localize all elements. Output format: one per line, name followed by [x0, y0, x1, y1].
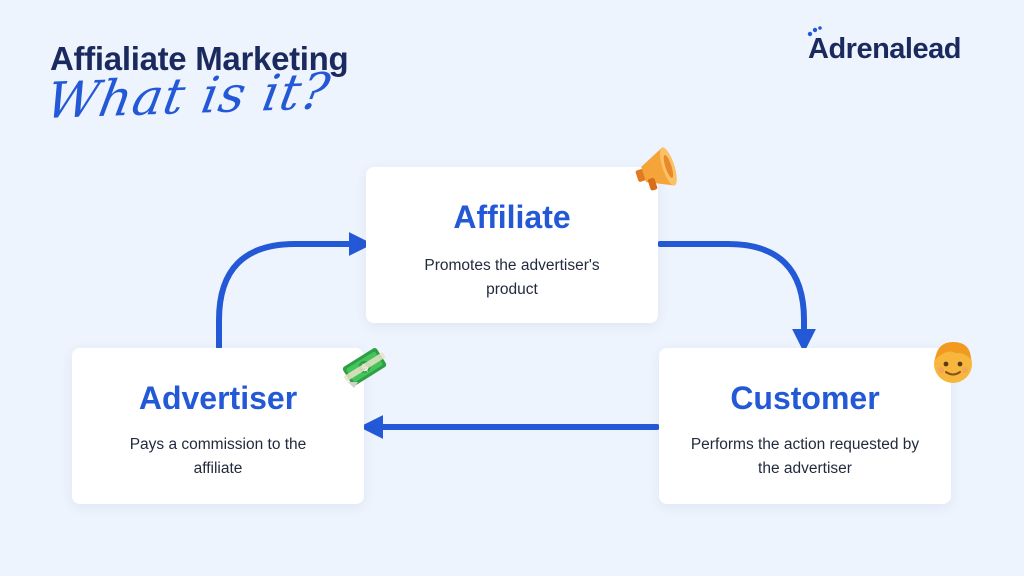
- arrow-affiliate-to-customer: [657, 241, 816, 353]
- customer-description: Performs the action requested by the adv…: [690, 436, 920, 477]
- customer-card: Customer Performs the action requested b…: [659, 348, 951, 504]
- logo-initial: A: [808, 33, 829, 65]
- affiliate-title: Affiliate: [453, 199, 571, 235]
- page-title: Affialiate Marketing: [50, 40, 349, 77]
- advertiser-title: Advertiser: [138, 380, 298, 416]
- logo-dots-icon: [807, 26, 822, 37]
- arrow-advertiser-to-affiliate: [216, 232, 373, 350]
- brand-logo[interactable]: Adrenalead: [808, 33, 961, 66]
- affiliate-description: Promotes the advertiser's product: [424, 257, 600, 298]
- affiliate-card: Affiliate Promotes the advertiser's prod…: [366, 167, 658, 323]
- face-icon: [934, 342, 972, 383]
- customer-title: Customer: [730, 380, 880, 416]
- advertiser-card: Advertiser Pays a commission to the affi…: [72, 348, 364, 504]
- megaphone-icon: [635, 147, 677, 191]
- logo-wordmark: drenalead: [828, 33, 961, 65]
- money-icon: $: [342, 348, 387, 388]
- advertiser-description: Pays a commission to the affiliate: [129, 436, 307, 477]
